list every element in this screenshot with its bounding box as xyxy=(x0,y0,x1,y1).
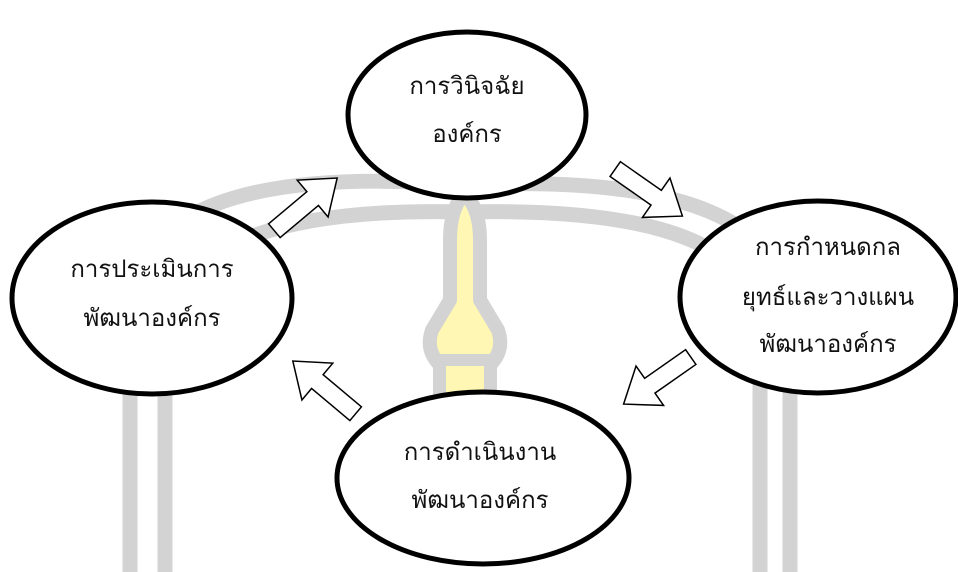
node-strategy-line-2: ยุทธ์และวางแผน xyxy=(742,283,914,312)
node-evaluation: การประเมินการ พัฒนาองค์กร xyxy=(9,199,295,397)
arrow-evaluation-to-diagnosis xyxy=(267,177,339,239)
node-implementation-line-2: พัฒนาองค์กร xyxy=(412,486,549,514)
arrow-diagnosis-to-strategy xyxy=(609,160,684,219)
node-diagnosis-line-1: การวินิจฉัย xyxy=(409,72,524,100)
node-implementation-line-1: การดำเนินงาน xyxy=(404,438,557,466)
arrow-implementation-to-evaluation xyxy=(291,360,363,422)
node-evaluation-line-1: การประเมินการ xyxy=(70,255,233,283)
node-strategy-line-1: การกำหนดกล xyxy=(755,233,901,261)
node-strategy-line-3: พัฒนาองค์กร xyxy=(760,330,897,358)
node-diagnosis: การวินิจฉัย องค์กร xyxy=(345,29,589,201)
node-diagnosis-line-2: องค์กร xyxy=(432,120,502,148)
cycle-arrows xyxy=(267,160,697,422)
node-strategy: การกำหนดกล ยุทธ์และวางแผน พัฒนาองค์กร xyxy=(677,198,958,396)
node-evaluation-line-2: พัฒนาองค์กร xyxy=(84,304,221,332)
node-implementation: การดำเนินงาน พัฒนาองค์กร xyxy=(334,389,632,567)
arrow-strategy-to-implementation xyxy=(622,348,697,407)
